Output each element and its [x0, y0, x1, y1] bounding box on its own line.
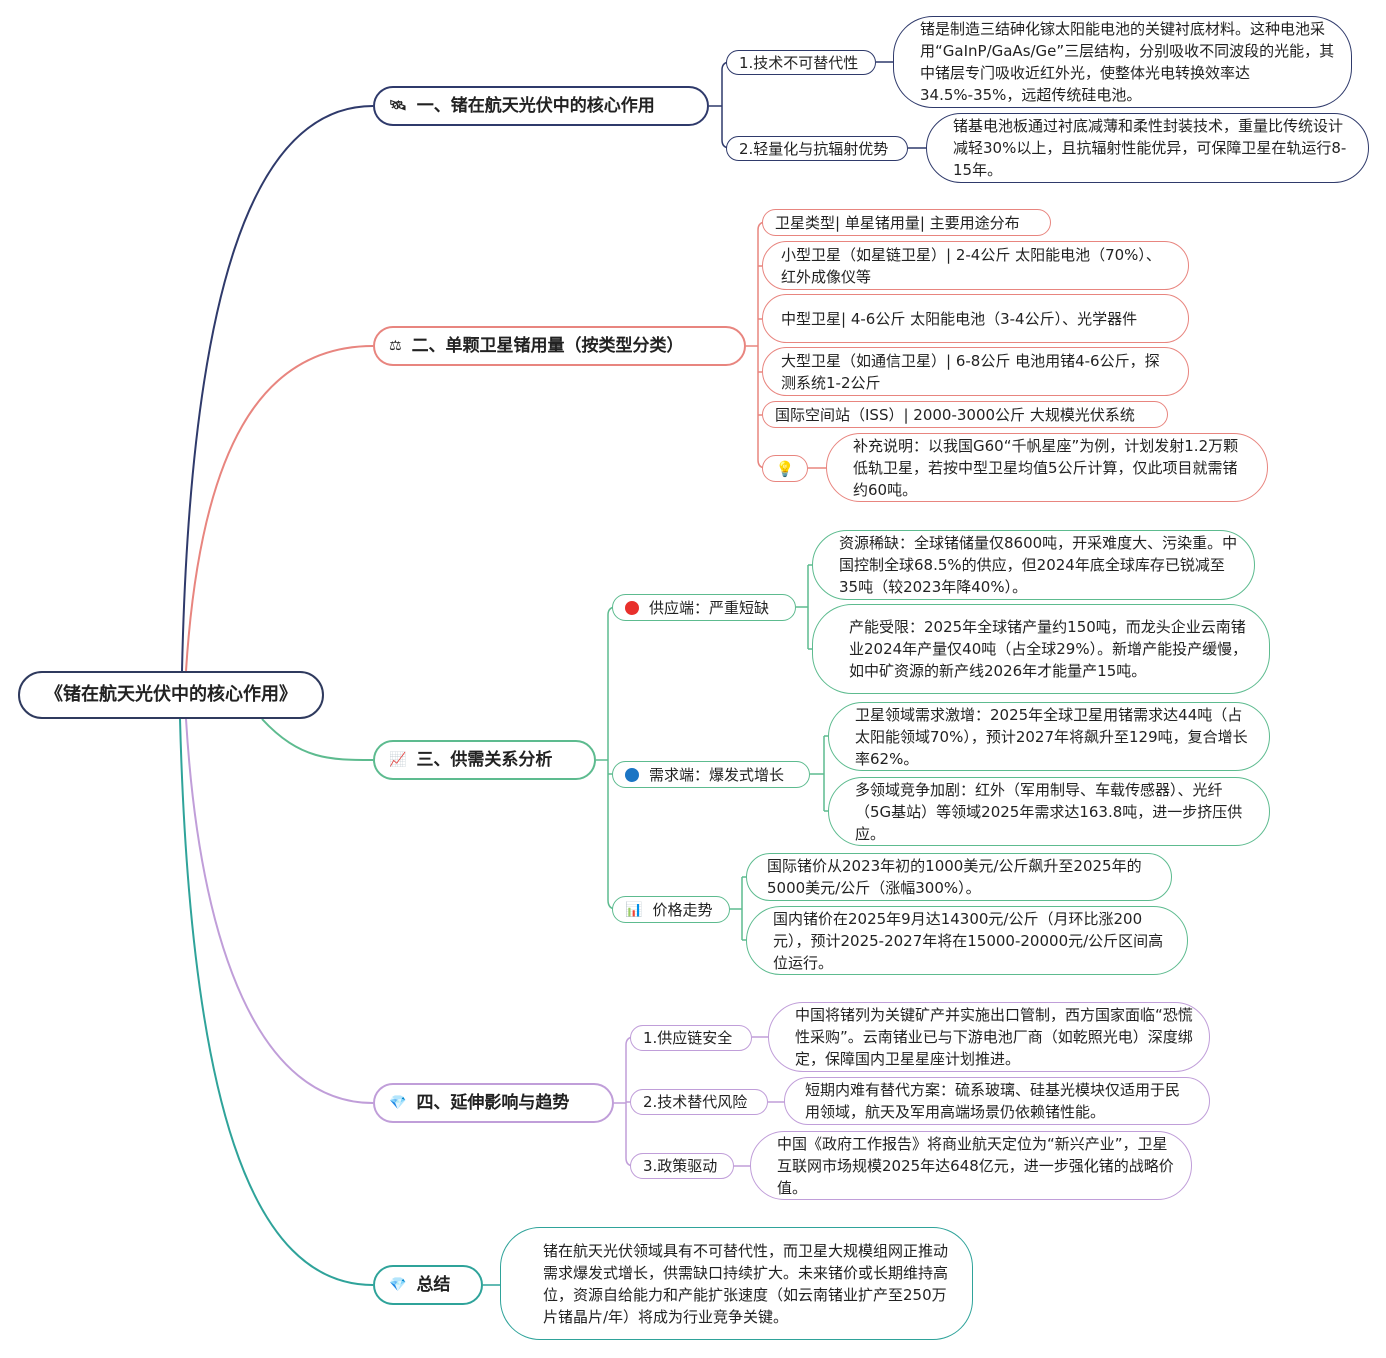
branch-title: 二、单颗卫星锗用量（按类型分类） — [411, 336, 684, 356]
branch-impact-trends[interactable]: 💎 四、延伸影响与趋势 — [373, 1083, 614, 1123]
balance-scale-icon: ⚖ — [389, 338, 402, 354]
topic-demand[interactable]: 需求端：爆发式增长 — [612, 761, 810, 788]
detail-substitution-risk[interactable]: 短期内难有替代方案：硫系玻璃、硅基光模块仅适用于民用领域，航天及军用高端场景仍依… — [784, 1077, 1210, 1125]
detail-text: 中国将锗列为关键矿产并实施出口管制，西方国家面临“恐慌性采购”。云南锗业已与下游… — [795, 1006, 1193, 1068]
detail-text: 短期内难有替代方案：硫系玻璃、硅基光模块仅适用于民用领域，航天及军用高端场景仍依… — [805, 1081, 1181, 1121]
note-text: 补充说明：以我国G60“千帆星座”为例，计划发射1.2万颗低轨卫星，若按中型卫星… — [853, 436, 1239, 499]
item-large-satellite[interactable]: 大型卫星（如通信卫星）| 6-8公斤 电池用锗4-6公斤，探测系统1-2公斤 — [762, 347, 1189, 396]
detail-summary[interactable]: 锗在航天光伏领域具有不可替代性，而卫星大规模组网正推动需求爆发式增长，供需缺口持… — [500, 1227, 973, 1340]
topic-label: 2.轻量化与抗辐射优势 — [739, 139, 889, 158]
topic-irreplaceable[interactable]: 1.技术不可替代性 — [726, 50, 876, 75]
topic-substitution-risk[interactable]: 2.技术替代风险 — [630, 1089, 768, 1115]
gem-icon: 💎 — [389, 1277, 407, 1293]
bar-chart-icon: 📊 — [625, 901, 643, 918]
topic-policy[interactable]: 3.政策驱动 — [630, 1153, 734, 1179]
topic-supply-chain[interactable]: 1.供应链安全 — [630, 1025, 752, 1051]
detail-supply-capacity[interactable]: 产能受限：2025年全球锗产量约150吨，而龙头企业云南锗业2024年产量仅40… — [812, 604, 1270, 694]
item-text: 中型卫星| 4-6公斤 太阳能电池（3-4公斤）、光学器件 — [781, 309, 1138, 328]
item-text: 国际空间站（ISS）| 2000-3000公斤 大规模光伏系统 — [775, 405, 1135, 424]
detail-supply-chain[interactable]: 中国将锗列为关键矿产并实施出口管制，西方国家面临“恐慌性采购”。云南锗业已与下游… — [768, 1002, 1210, 1072]
root-topic[interactable]: 《锗在航天光伏中的核心作用》 — [18, 671, 324, 719]
item-medium-satellite[interactable]: 中型卫星| 4-6公斤 太阳能电池（3-4公斤）、光学器件 — [762, 294, 1189, 343]
item-iss[interactable]: 国际空间站（ISS）| 2000-3000公斤 大规模光伏系统 — [762, 401, 1168, 428]
detail-supply-scarcity[interactable]: 资源稀缺：全球锗储量仅8600吨，开采难度大、污染重。中国控制全球68.5%的供… — [812, 530, 1255, 600]
chart-icon: 📈 — [389, 752, 407, 768]
topic-price[interactable]: 📊 价格走势 — [612, 896, 730, 923]
branch-title: 总结 — [416, 1275, 451, 1295]
topic-label: 供应端：严重短缺 — [649, 598, 770, 617]
detail-policy[interactable]: 中国《政府工作报告》将商业航天定位为“新兴产业”，卫星互联网市场规模2025年达… — [750, 1131, 1192, 1200]
detail-text: 中国《政府工作报告》将商业航天定位为“新兴产业”，卫星互联网市场规模2025年达… — [777, 1134, 1174, 1197]
detail-text: 锗在航天光伏领域具有不可替代性，而卫星大规模组网正推动需求爆发式增长，供需缺口持… — [543, 1241, 949, 1326]
detail-lightweight[interactable]: 锗基电池板通过衬底减薄和柔性封装技术，重量比传统设计减轻30%以上，且抗辐射性能… — [926, 113, 1369, 183]
root-label: 《锗在航天光伏中的核心作用》 — [45, 684, 297, 705]
topic-label: 2.技术替代风险 — [643, 1093, 748, 1111]
lightbulb-node[interactable]: 💡 — [762, 455, 808, 482]
note-g60[interactable]: 补充说明：以我国G60“千帆星座”为例，计划发射1.2万颗低轨卫星，若按中型卫星… — [826, 433, 1268, 502]
detail-text: 多领域竞争加剧：红外（军用制导、车载传感器）、光纤（5G基站）等领域2025年需… — [855, 780, 1243, 843]
red-circle-icon — [625, 600, 639, 615]
topic-label: 需求端：爆发式增长 — [649, 765, 785, 784]
branch-supply-demand[interactable]: 📈 三、供需关系分析 — [373, 740, 596, 780]
branch-title: 四、延伸影响与趋势 — [416, 1093, 570, 1113]
detail-text: 国内锗价在2025年9月达14300元/公斤（月环比涨200元），预计2025-… — [773, 909, 1164, 972]
topic-lightweight[interactable]: 2.轻量化与抗辐射优势 — [726, 136, 908, 161]
detail-text: 产能受限：2025年全球锗产量约150吨，而龙头企业云南锗业2024年产量仅40… — [849, 618, 1248, 680]
detail-irreplaceable[interactable]: 锗是制造三结砷化镓太阳能电池的关键衬底材料。这种电池采用“GaInP/GaAs/… — [893, 16, 1352, 108]
blue-circle-icon — [625, 767, 639, 782]
item-small-satellite[interactable]: 小型卫星（如星链卫星）| 2-4公斤 太阳能电池（70%）、红外成像仪等 — [762, 241, 1189, 290]
topic-supply[interactable]: 供应端：严重短缺 — [612, 594, 796, 621]
topic-label: 1.供应链安全 — [643, 1029, 733, 1047]
item-text: 卫星类型| 单星锗用量| 主要用途分布 — [775, 213, 1020, 232]
detail-text: 锗是制造三结砷化镓太阳能电池的关键衬底材料。这种电池采用“GaInP/GaAs/… — [920, 20, 1335, 104]
branch-title: 三、供需关系分析 — [416, 750, 553, 770]
detail-demand-competition[interactable]: 多领域竞争加剧：红外（军用制导、车载传感器）、光纤（5G基站）等领域2025年需… — [828, 777, 1270, 846]
detail-price-international[interactable]: 国际锗价从2023年初的1000美元/公斤飙升至2025年的5000美元/公斤（… — [746, 853, 1172, 901]
detail-text: 锗基电池板通过衬底减薄和柔性封装技术，重量比传统设计减轻30%以上，且抗辐射性能… — [953, 117, 1347, 179]
satellite-icon: 🛰 — [389, 98, 407, 114]
gem-icon: 💎 — [389, 1095, 407, 1111]
detail-demand-satellite[interactable]: 卫星领域需求激增：2025年全球卫星用锗需求达44吨（占太阳能领域70%），预计… — [828, 702, 1270, 771]
detail-text: 资源稀缺：全球锗储量仅8600吨，开采难度大、污染重。中国控制全球68.5%的供… — [839, 534, 1238, 596]
topic-label: 1.技术不可替代性 — [739, 53, 859, 72]
branch-summary[interactable]: 💎 总结 — [373, 1265, 483, 1305]
detail-text: 国际锗价从2023年初的1000美元/公斤飙升至2025年的5000美元/公斤（… — [767, 857, 1142, 897]
branch-usage-per-satellite[interactable]: ⚖ 二、单颗卫星锗用量（按类型分类） — [373, 326, 746, 366]
table-header[interactable]: 卫星类型| 单星锗用量| 主要用途分布 — [762, 209, 1051, 236]
item-text: 大型卫星（如通信卫星）| 6-8公斤 电池用锗4-6公斤，探测系统1-2公斤 — [781, 351, 1160, 392]
topic-label: 价格走势 — [652, 900, 713, 919]
detail-text: 卫星领域需求激增：2025年全球卫星用锗需求达44吨（占太阳能领域70%），预计… — [855, 705, 1248, 768]
branch-title: 一、锗在航天光伏中的核心作用 — [416, 96, 655, 116]
detail-price-domestic[interactable]: 国内锗价在2025年9月达14300元/公斤（月环比涨200元），预计2025-… — [746, 906, 1188, 975]
topic-label: 3.政策驱动 — [643, 1157, 718, 1175]
item-text: 小型卫星（如星链卫星）| 2-4公斤 太阳能电池（70%）、红外成像仪等 — [781, 245, 1161, 286]
lightbulb-icon: 💡 — [775, 459, 795, 478]
branch-core-role[interactable]: 🛰 一、锗在航天光伏中的核心作用 — [373, 86, 709, 126]
